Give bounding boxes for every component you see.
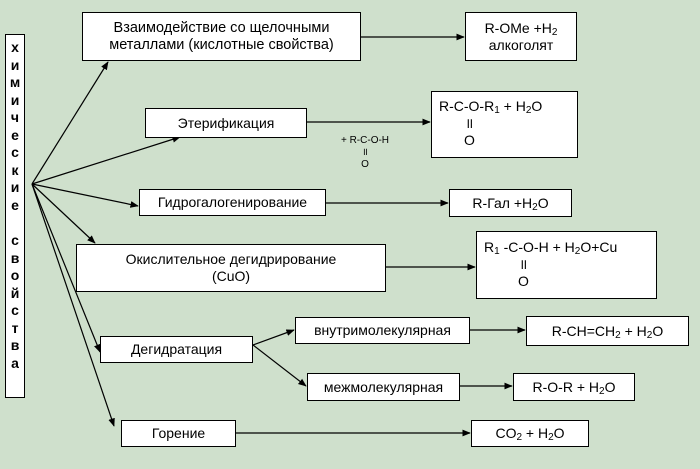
side-label-letter: с <box>11 144 19 160</box>
intramolecular-label: внутримолекулярная <box>314 322 451 338</box>
hydrohalogenation-label: Гидрогалогенирование <box>157 194 308 210</box>
arrow-to-alkali-metals <box>31 61 109 185</box>
haloalkane-formula: R-Гал +H2O <box>472 194 549 213</box>
side-label-letter: о <box>10 267 20 283</box>
ester-formula: R-C-O-R1 + H2O <box>439 98 543 116</box>
arrow-to-esterification <box>31 136 181 185</box>
product-aldehyde: R1 -C-O-H + H2O+Cu ॥ O <box>476 231 657 299</box>
reagent-oxygen: O <box>361 159 369 170</box>
esterification-reagent: + R-C-O-H ॥ O <box>332 135 398 171</box>
side-label-letter: и <box>10 179 20 195</box>
side-label-letter: х <box>11 39 19 55</box>
side-label-letter: м <box>9 74 21 90</box>
dehydration-label: Дегидратация <box>130 341 223 357</box>
alkene-formula: R-CH=CH2 + H2O <box>551 322 664 341</box>
dehydration-intramolecular: внутримолекулярная <box>295 317 470 344</box>
arrow-to-hydrohalogenation <box>31 183 139 208</box>
reaction-esterification: Этерификация <box>145 108 307 138</box>
combustion-formula: CO2 + H2O <box>495 425 565 443</box>
aldehyde-oxygen: O <box>518 273 529 289</box>
reaction-combustion: Горение <box>121 420 236 447</box>
side-label-letter: ч <box>10 109 20 125</box>
side-label-letter: к <box>11 161 19 178</box>
dehydrogenation-line2: (CuO) <box>211 268 251 284</box>
arrow-dehydration-to-intermolecular <box>252 344 307 387</box>
product-alkoxide: R-OMe +H2 алкоголят <box>465 12 577 61</box>
combustion-label: Горение <box>151 425 206 441</box>
intermolecular-label: межмолекулярная <box>323 378 444 395</box>
side-label-letter: е <box>11 126 19 143</box>
side-label-letter: с <box>11 302 19 318</box>
ether-formula: R-O-R + H2O <box>532 378 616 397</box>
arrow-to-combustion <box>31 183 115 427</box>
side-label-letter: е <box>11 196 19 213</box>
product-combustion: CO2 + H2O <box>471 420 589 447</box>
aldehyde-double-bond: ॥ <box>519 256 528 272</box>
reaction-alkali-metals: Взаимодействие со щелочными металлами (к… <box>82 12 361 61</box>
side-label-letter: т <box>11 319 19 336</box>
arrow-to-dehydration <box>31 183 101 353</box>
alkali-metals-line1: Взаимодействие со щелочными <box>113 19 330 36</box>
side-label-letter: а <box>11 354 19 371</box>
side-label-letter: и <box>10 56 20 73</box>
dehydrogenation-line1: Окислительное дегидрирование <box>125 251 337 267</box>
product-ester: R-C-O-R1 + H2O ॥ O <box>431 91 578 158</box>
reaction-dehydration: Дегидратация <box>100 336 253 363</box>
ester-double-bond: ॥ <box>465 115 474 131</box>
alkoxide-name: алкоголят <box>488 36 554 53</box>
arrow-to-oxidative-dehydrogenation <box>31 183 96 244</box>
aldehyde-formula: R1 -C-O-H + H2O+Cu <box>484 239 618 257</box>
alkali-metals-line2: металлами (кислотные свойства) <box>109 36 334 53</box>
arrow-dehydration-to-intramolecular <box>252 329 295 346</box>
side-label-letter: с <box>11 232 19 248</box>
side-label-letter: в <box>10 337 20 353</box>
side-label-letter: и <box>10 91 20 108</box>
product-ether: R-O-R + H2O <box>513 373 635 401</box>
reagent-formula: + R-C-O-H <box>340 135 390 146</box>
side-label-letter: й <box>10 284 20 301</box>
side-label-letter: в <box>10 249 20 266</box>
product-haloalkane: R-Гал +H2O <box>449 189 572 217</box>
reagent-double-bond: ॥ <box>362 147 368 158</box>
dehydration-intermolecular: межмолекулярная <box>307 373 460 401</box>
alkoxide-formula: R-OMe +H2 <box>484 19 558 38</box>
reaction-oxidative-dehydrogenation: Окислительное дегидрирование (CuO) <box>76 244 386 292</box>
esterification-label: Этерификация <box>177 114 275 131</box>
product-alkene: R-CH=CH2 + H2O <box>526 316 689 346</box>
reaction-hydrohalogenation: Гидрогалогенирование <box>139 189 326 216</box>
ester-oxygen: O <box>464 132 475 148</box>
